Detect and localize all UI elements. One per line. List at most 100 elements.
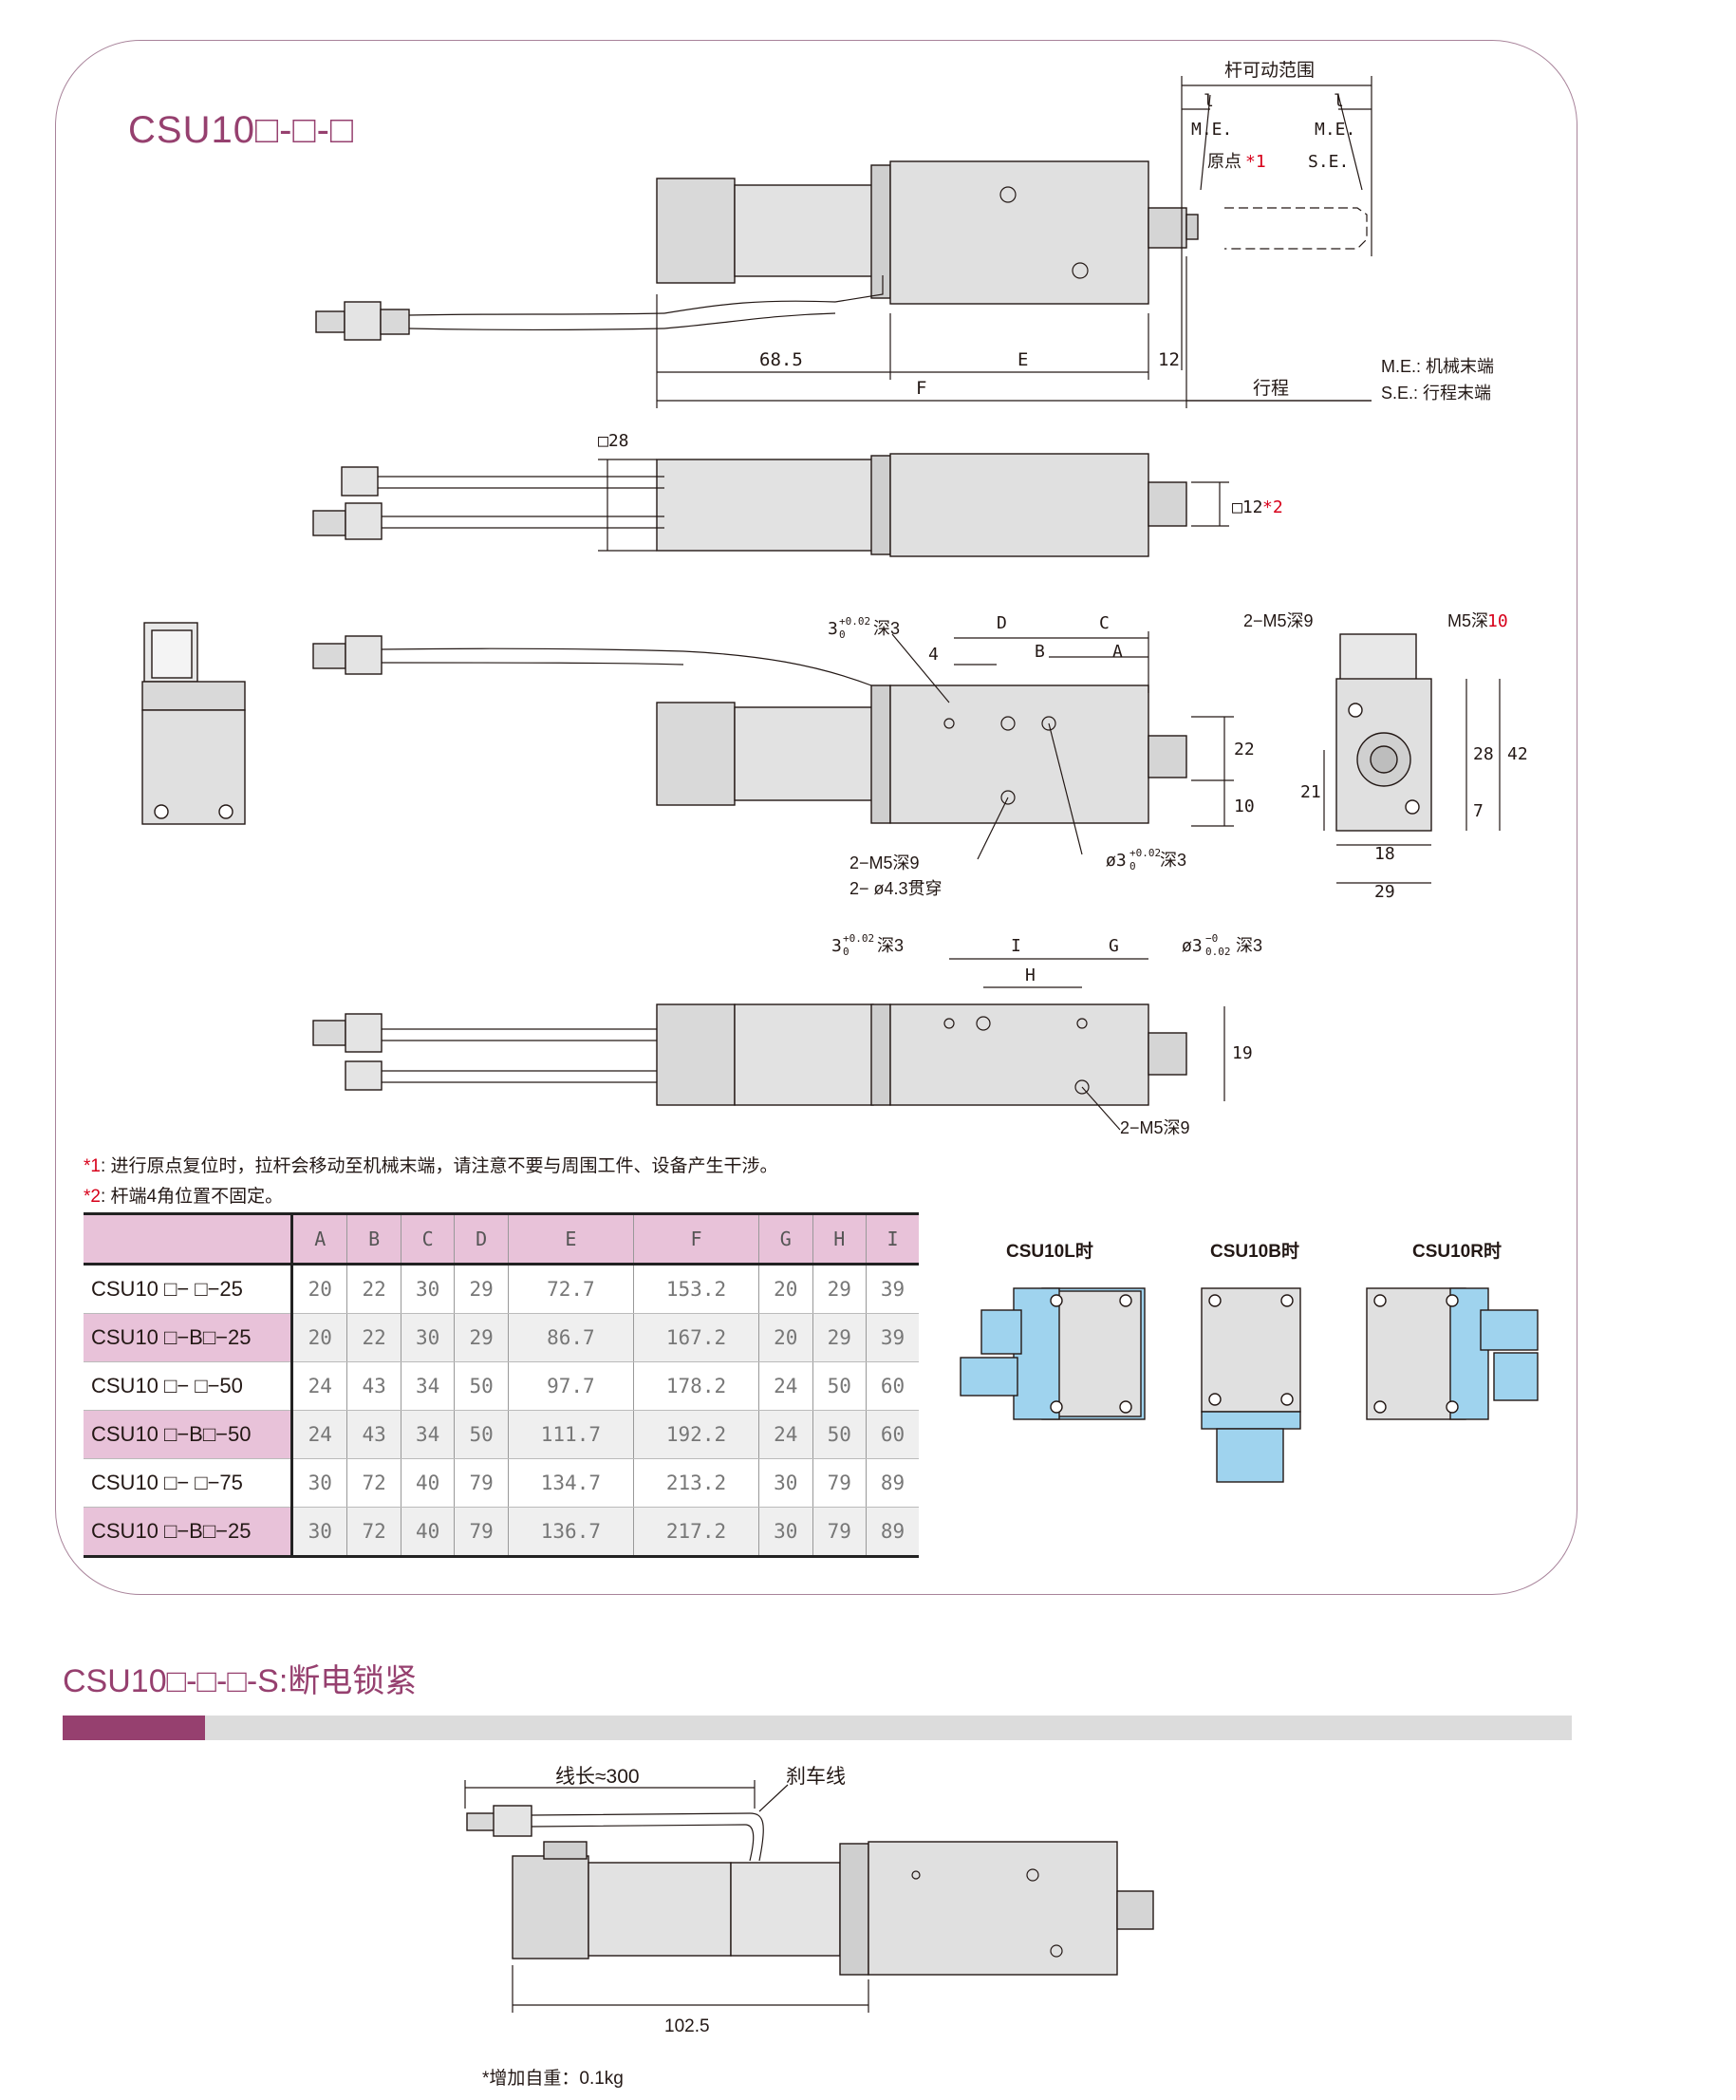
mark-2: *2 [1262,497,1283,517]
table-model: CSU10 □− □−75 [84,1458,293,1508]
table-row: CSU10 □− □−25 20 22 30 29 72.7 153.2 20 … [84,1264,919,1314]
dim-rod-range: 杆可动范围 [1224,60,1315,81]
table-cell: 192.2 [632,1410,759,1459]
hole-right-tol2: 0.02 [1205,946,1231,958]
front-view-drawing: 3 +0.02 0 深3 4 D C B A 22 10 2−M5深9 2− ø… [141,613,1255,898]
table-header: F [632,1213,759,1266]
pin-hole: ø3 [1106,851,1127,871]
table-cell: 40 [400,1507,455,1557]
table-row: CSU10 □−B□−25 20 22 30 29 86.7 167.2 20 … [84,1313,919,1362]
table-cell: 39 [865,1264,919,1314]
table-model: CSU10 □−B□−50 [84,1410,293,1459]
table-cell: 30 [400,1264,455,1314]
table-cell: 86.7 [507,1313,634,1362]
brake-drawing: 线长≈300 刹车线 102.5 [464,1766,1154,2036]
hole-right: ø3 [1182,936,1203,956]
side-view-drawing: 杆可动范围 l l M.E. M.E. 原点 *1 S.E. 68.5 E 12… [315,60,1494,408]
brake-wire-label: 刹车线 [786,1766,846,1788]
dim-g: G [1109,936,1119,956]
note-1: *1: 进行原点复位时，拉杆会移动至机械末端，请注意不要与周围工件、设备产生干涉… [84,1152,778,1177]
table-corner [84,1213,293,1266]
pin-depth: 深3 [1160,851,1186,870]
section-title: CSU10□-□-□ [128,109,355,151]
table-cell: 213.2 [632,1458,759,1508]
table-cell: 79 [454,1507,509,1557]
section2-title: CSU10□-□-□-S:断电锁紧 [63,1663,418,1699]
table-header: D [454,1213,509,1266]
note-2-text: : 杆端4角位置不固定。 [100,1187,284,1207]
table-cell: 24 [758,1410,813,1459]
table-cell: 24 [290,1410,347,1459]
table-cell: 20 [758,1264,813,1314]
m5-9-bottom: 2−M5深9 [1120,1118,1190,1137]
dim-68-5: 68.5 [759,349,803,370]
table-cell: 43 [346,1410,401,1459]
table-cell: 20 [758,1313,813,1362]
section2-band-accent [63,1716,205,1740]
table-cell: 134.7 [507,1458,634,1508]
table-cell: 89 [865,1458,919,1508]
table-cell: 50 [812,1410,867,1459]
note-2-mark: *2 [84,1187,101,1207]
note-2: *2: 杆端4角位置不固定。 [84,1182,283,1208]
cable-length: 线长≈300 [555,1766,640,1788]
table-row: CSU10 □− □−75 30 72 40 79 134.7 213.2 30… [84,1458,919,1508]
table-cell: 111.7 [507,1410,634,1459]
dim-42-end: 42 [1507,744,1528,764]
m5-10-red: 10 [1487,611,1508,631]
dim-b: B [1035,642,1045,662]
table-cell: 29 [812,1264,867,1314]
table-cell: 22 [346,1313,401,1362]
m5-9-end: 2−M5深9 [1243,611,1314,630]
orientation-diagrams [960,1287,1539,1483]
dim-7-end: 7 [1473,801,1484,821]
dim-me-left: M.E. [1191,120,1232,140]
table-row: CSU10 □− □−50 24 43 34 50 97.7 178.2 24 … [84,1361,919,1411]
hole-top-tol2: 0 [839,628,846,641]
table-cell: 29 [812,1313,867,1362]
table-header: I [865,1213,919,1266]
table-header: C [400,1213,455,1266]
dim-me-right: M.E. [1315,120,1355,140]
table-cell: 97.7 [507,1361,634,1411]
section-frame [55,40,1577,1595]
pin-tol2: 0 [1129,860,1136,872]
hole-left-tol2: 0 [843,946,849,958]
hole-right-depth: 深3 [1236,936,1262,955]
dimension-table: A B C D E F G H I CSU10 □− □−25 20 22 30… [84,1212,919,1558]
table-cell: 20 [290,1264,347,1314]
table-cell: 178.2 [632,1361,759,1411]
table-model: CSU10 □−B□−25 [84,1313,293,1362]
dim-stroke: 行程 [1253,378,1289,399]
origin-mark: *1 [1245,152,1266,172]
table-header: B [346,1213,401,1266]
dim-se: S.E. [1308,152,1349,172]
dim-f: F [916,378,926,399]
m5-10-end: M5深 [1447,611,1488,630]
table-model: CSU10 □− □−25 [84,1264,293,1314]
hole-right-tol: −0 [1205,932,1218,945]
hole-left-tol: +0.02 [843,932,874,945]
m5-depth-front: 2−M5深9 [849,853,920,872]
dim-i: I [1011,936,1021,956]
note-1-text: : 进行原点复位时，拉杆会移动至机械末端，请注意不要与周围工件、设备产生干涉。 [100,1156,778,1176]
table-cell: 30 [758,1507,813,1557]
table-cell: 50 [812,1361,867,1411]
table-row: CSU10 □−B□−50 24 43 34 50 111.7 192.2 24… [84,1410,919,1459]
table-row: CSU10 □−B□−25 30 72 40 79 136.7 217.2 30… [84,1507,919,1557]
end-view-drawing: 2−M5深9 M5深 10 21 28 42 7 18 29 [1243,611,1528,902]
dim-29-end: 29 [1374,882,1395,902]
table-cell: 24 [290,1361,347,1411]
dim-28-end: 28 [1473,744,1494,764]
dim-l-right: l [1334,91,1344,111]
table-cell: 24 [758,1361,813,1411]
table-cell: 50 [454,1410,509,1459]
table-cell: 79 [454,1458,509,1508]
top-view-drawing: □28 □12 *2 [312,431,1283,557]
table-cell: 72.7 [507,1264,634,1314]
orientation-label-b: CSU10B时 [1210,1242,1299,1262]
dim-12-top: □12 [1232,497,1263,517]
table-cell: 153.2 [632,1264,759,1314]
table-header: G [758,1213,813,1266]
hole-top-depth: 深3 [873,619,900,638]
